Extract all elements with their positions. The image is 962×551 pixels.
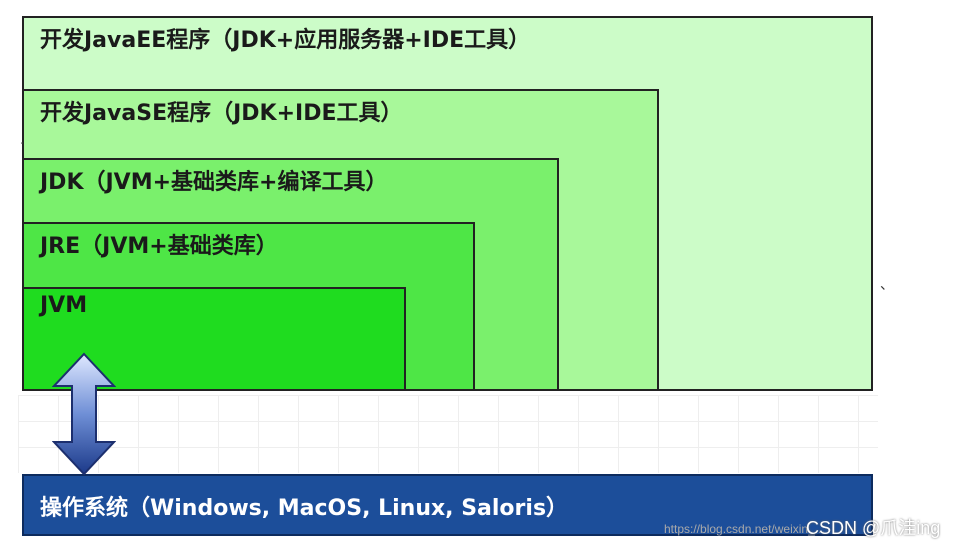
os-layer-label: 操作系统（Windows, MacOS, Linux, Saloris）: [40, 496, 569, 521]
javase-layer-label: 开发JavaSE程序（JDK+IDE工具）: [40, 101, 403, 126]
jvm-layer-label: JVM: [40, 293, 88, 318]
watermark-csdn: CSDN @爪洼ing: [806, 518, 941, 538]
jre-layer-label: JRE（JVM+基础类库）: [40, 234, 278, 259]
jdk-layer-label: JDK（JVM+基础类库+编译工具）: [40, 170, 388, 195]
double-arrow-icon: [52, 352, 116, 476]
watermark-url: https://blog.csdn.net/weixin_...: [664, 522, 825, 536]
os-layer-bar: 操作系统（Windows, MacOS, Linux, Saloris）: [22, 474, 873, 536]
stray-mark: 、: [880, 277, 894, 293]
javaee-layer-label: 开发JavaEE程序（JDK+应用服务器+IDE工具）: [40, 28, 531, 53]
stray-mark: ·: [20, 136, 25, 152]
background-grid: [18, 395, 878, 473]
